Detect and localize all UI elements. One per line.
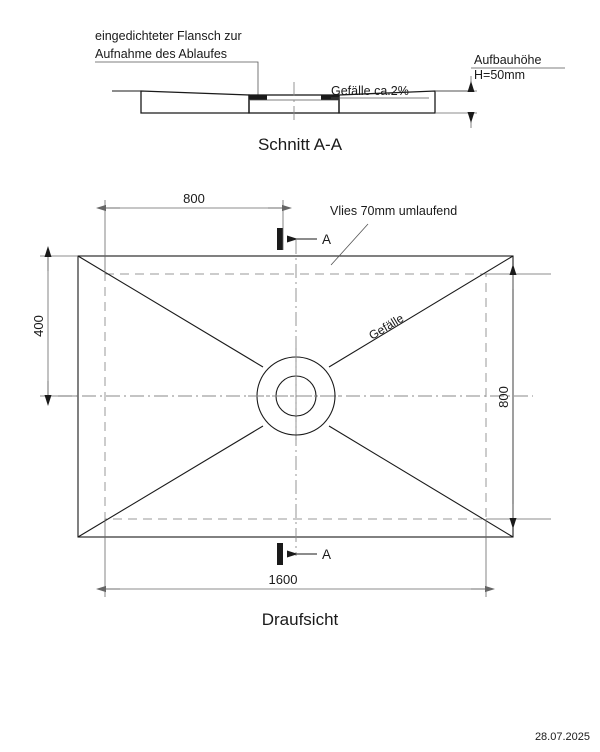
tray-outline [77, 255, 514, 538]
section-view-group: Gefälle ca.2% Aufbauhöhe H=50mm Schnitt … [95, 53, 565, 154]
flange-note-line2: Aufnahme des Ablaufes [95, 47, 227, 61]
section-view-title: Schnitt A-A [258, 135, 343, 154]
fleece-border-inset [104, 273, 487, 520]
slope-label-plan: Gefälle [366, 311, 406, 343]
slope-note-section: Gefälle ca.2% [331, 84, 409, 98]
date-stamp: 28.07.2025 [535, 731, 590, 743]
dimension-left-400-label: 400 [31, 315, 46, 337]
slope-diagonals [77, 255, 514, 538]
build-height-label-line1: Aufbauhöhe [474, 53, 541, 67]
dimension-bottom-1600 [96, 519, 495, 597]
section-marker-bottom-label: A [322, 547, 331, 562]
plan-view-group: Gefälle Vlies 70mm umlaufend A A [31, 191, 551, 629]
section-marker-top-label: A [322, 232, 331, 247]
dimension-top-800-label: 800 [183, 191, 205, 206]
dimension-top-800 [96, 200, 292, 274]
section-marker-bottom [277, 543, 317, 565]
flange-note-leader [95, 61, 259, 95]
flange-seat-left [249, 95, 267, 100]
dimension-bottom-1600-label: 1600 [269, 572, 298, 587]
fleece-note-leader [330, 223, 369, 266]
plan-view-title: Draufsicht [262, 610, 339, 629]
build-height-dimension [435, 67, 565, 128]
dimension-right-800 [486, 264, 551, 529]
section-marker-top [277, 228, 317, 250]
build-height-label-line2: H=50mm [474, 68, 525, 82]
flange-seat-right [321, 95, 339, 100]
flange-note-line1: eingedichteter Flansch zur [95, 29, 242, 43]
slab-left-wedge [140, 90, 250, 114]
fleece-note-label: Vlies 70mm umlaufend [330, 204, 457, 218]
dimension-right-800-label: 800 [496, 386, 511, 408]
dimension-left-400 [40, 246, 78, 406]
